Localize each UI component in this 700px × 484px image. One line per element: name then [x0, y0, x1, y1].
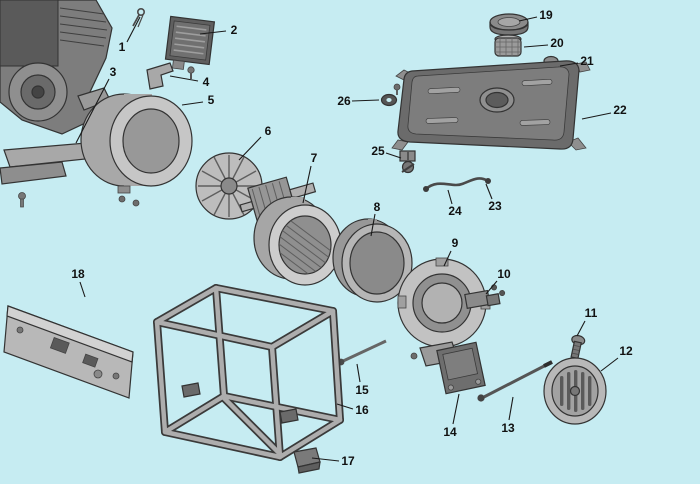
callout-number-17: 17: [341, 454, 355, 468]
callout-number-2: 2: [231, 23, 238, 37]
callout-number-6: 6: [265, 124, 272, 138]
callout-line-16: [336, 403, 354, 410]
pin-clip: [132, 8, 146, 28]
fuel-filter: [494, 34, 522, 57]
callout-number-26: 26: [337, 94, 351, 108]
callout-line-24: [447, 189, 453, 205]
callout-number-22: 22: [613, 103, 627, 117]
fuel-line: [423, 177, 491, 192]
callout-line-18: [79, 281, 86, 298]
blower-housing: [80, 93, 193, 207]
callout-line-10: [485, 280, 498, 295]
callout-line-4: [169, 75, 199, 82]
stator: [253, 196, 342, 286]
callout-line-19: [518, 16, 538, 22]
callout-number-5: 5: [208, 93, 215, 107]
mounting-bracket: [146, 62, 195, 90]
callout-line-15: [356, 363, 361, 383]
callout-number-24: 24: [448, 204, 462, 218]
cooling-fan: [195, 152, 263, 220]
side-panel: [3, 305, 134, 399]
callout-number-12: 12: [619, 344, 633, 358]
callout-number-7: 7: [311, 151, 318, 165]
callout-number-4: 4: [203, 75, 210, 89]
callout-line-23: [485, 183, 493, 200]
grommet: [380, 83, 401, 107]
callout-line-11: [576, 320, 586, 337]
callout-number-16: 16: [355, 403, 369, 417]
fuel-tank: [391, 60, 591, 151]
callout-line-13: [508, 396, 514, 421]
end-cover: [543, 357, 607, 425]
callout-line-1: [126, 16, 141, 43]
callout-number-8: 8: [374, 200, 381, 214]
callout-number-23: 23: [488, 199, 502, 213]
callout-line-20: [523, 44, 549, 48]
through-bolt-13: [477, 360, 553, 402]
control-panel: [164, 15, 216, 70]
brush-assembly: [464, 284, 506, 310]
callout-line-3: [75, 78, 110, 144]
gasket-ring: [332, 218, 413, 303]
callout-number-10: 10: [497, 267, 511, 281]
callout-line-7: [302, 165, 312, 204]
callout-number-18: 18: [71, 267, 85, 281]
engine-illustration: [0, 0, 113, 208]
callout-number-9: 9: [452, 236, 459, 250]
callout-number-13: 13: [501, 421, 515, 435]
callout-line-6: [238, 136, 262, 161]
callout-line-25: [385, 152, 402, 159]
callout-line-21: [559, 62, 579, 67]
callout-number-1: 1: [119, 40, 126, 54]
callout-number-15: 15: [355, 383, 369, 397]
fuel-valve: [399, 150, 416, 174]
callout-line-26: [351, 99, 380, 102]
callout-number-3: 3: [110, 65, 117, 79]
rubber-foot: [293, 447, 321, 474]
callout-number-19: 19: [539, 8, 553, 22]
callout-number-14: 14: [443, 425, 457, 439]
callout-line-22: [581, 112, 612, 120]
avr-module: [436, 341, 486, 395]
fuel-cap: [489, 13, 529, 36]
callout-line-17: [311, 457, 340, 462]
callout-number-11: 11: [585, 306, 598, 320]
frame: [153, 284, 344, 461]
callout-line-2: [199, 30, 227, 35]
callout-line-9: [443, 250, 452, 267]
callout-line-8: [370, 213, 376, 237]
callout-number-20: 20: [550, 36, 564, 50]
callout-line-14: [452, 393, 460, 425]
callout-line-12: [600, 357, 619, 372]
callout-number-25: 25: [371, 144, 385, 158]
callouts-layer: 1234567891011121314151617181920212223242…: [71, 8, 633, 468]
callout-line-5: [181, 101, 204, 106]
bolt-11: [570, 334, 586, 360]
callout-number-21: 21: [580, 54, 594, 68]
